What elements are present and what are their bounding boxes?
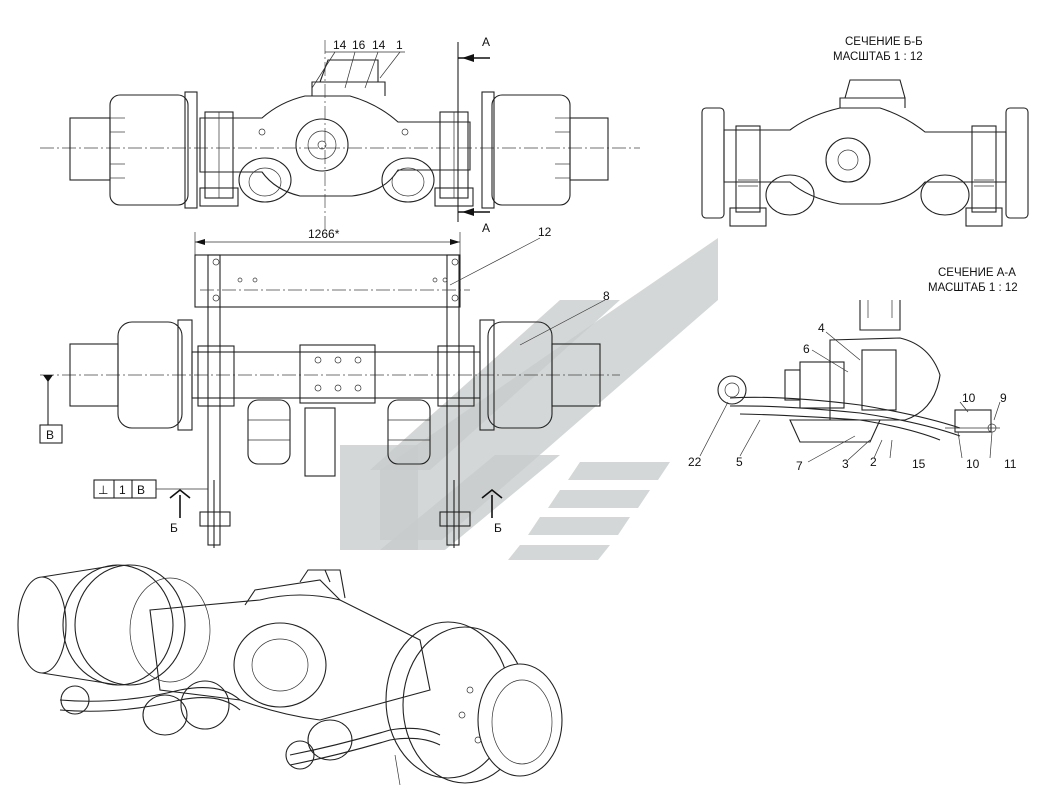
section-bb-scale: МАСШТАБ 1 : 12 xyxy=(833,51,923,63)
callout-12: 12 xyxy=(538,225,552,239)
callout-14a: 14 xyxy=(333,38,347,52)
callout-22: 22 xyxy=(688,455,702,469)
section-aa-title: СЕЧЕНИЕ А-А xyxy=(938,267,1016,279)
callout-15: 15 xyxy=(912,457,926,471)
callout-4: 4 xyxy=(818,321,825,335)
callout-10b: 10 xyxy=(966,457,980,471)
view-letter-b-left: Б xyxy=(170,521,178,535)
section-aa-scale: МАСШТАБ 1 : 12 xyxy=(928,282,1018,294)
callout-6: 6 xyxy=(803,342,810,356)
front-view xyxy=(40,40,640,230)
view-letter-a-top: А xyxy=(482,35,490,49)
tolerance-symbol: ⊥ xyxy=(98,483,108,497)
view-letter-a-bottom: А xyxy=(482,221,490,235)
section-bb-view xyxy=(701,79,1029,227)
datum-letter: В xyxy=(46,428,54,442)
tolerance-value: 1 xyxy=(119,483,126,497)
section-bb-title: СЕЧЕНИЕ Б-Б xyxy=(845,36,923,48)
callout-16: 16 xyxy=(352,38,366,52)
callout-7: 7 xyxy=(796,459,803,473)
callout-11: 11 xyxy=(1004,457,1017,471)
callout-9: 9 xyxy=(1000,391,1007,405)
view-letter-b-right: Б xyxy=(494,521,502,535)
callout-10a: 10 xyxy=(962,391,976,405)
callout-14b: 14 xyxy=(372,38,386,52)
callout-3: 3 xyxy=(842,457,849,471)
callout-1: 1 xyxy=(396,38,403,52)
watermark-logo xyxy=(340,238,718,560)
isometric-view xyxy=(17,564,563,786)
callout-2: 2 xyxy=(870,455,877,469)
callout-5: 5 xyxy=(736,455,743,469)
tolerance-datum: В xyxy=(137,483,145,497)
callout-8: 8 xyxy=(603,289,610,303)
dimension-1266: 1266* xyxy=(308,227,340,241)
section-aa-view xyxy=(699,300,1001,463)
plan-view xyxy=(39,232,620,548)
